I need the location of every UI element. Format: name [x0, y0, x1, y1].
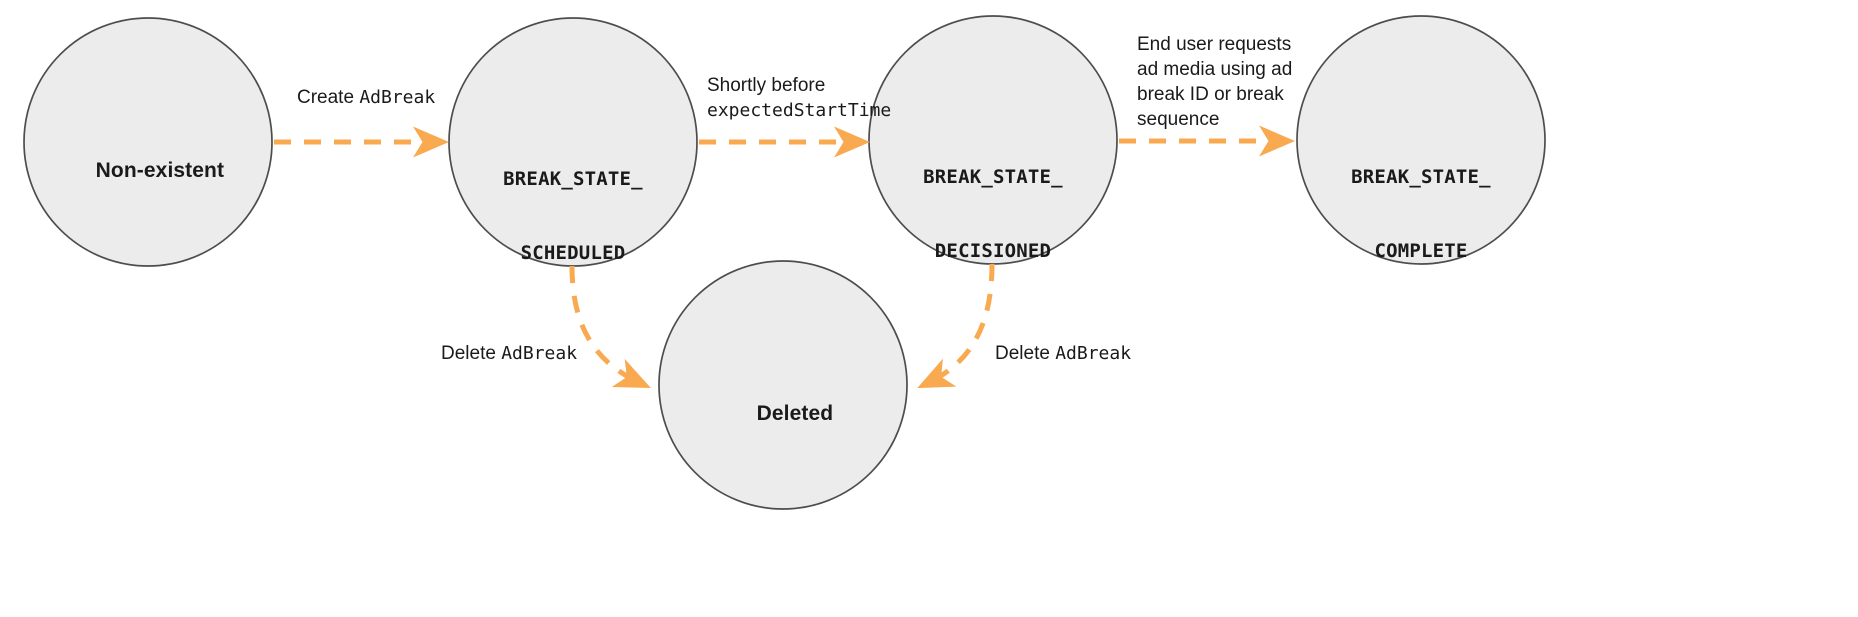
node-deleted[interactable]: [658, 260, 908, 510]
edge-delete-adbreak-right: [917, 263, 995, 389]
node-non-existent[interactable]: [23, 17, 273, 267]
node-break-state-complete[interactable]: [1296, 15, 1546, 265]
node-break-state-scheduled[interactable]: [448, 17, 698, 267]
node-break-state-decisioned[interactable]: [868, 15, 1118, 265]
edge-delete-adbreak-left: [569, 265, 651, 389]
